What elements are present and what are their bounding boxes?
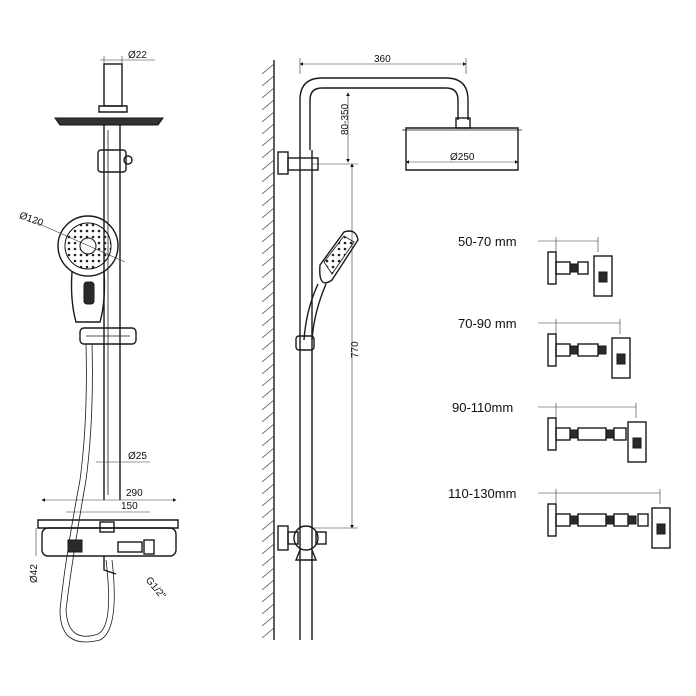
wall-hatch-line [261, 555, 275, 567]
wall-hatch-line [261, 327, 275, 339]
wall-hatch-line [261, 63, 275, 75]
wall-hatch-line [261, 423, 275, 435]
front-hose [59, 343, 115, 643]
wall-hatch-line [261, 495, 275, 507]
offset-variant-3-label: 90-110mm [452, 400, 513, 415]
front-view: Ø22 Ø120 [18, 50, 179, 643]
wall-hatch-line [261, 615, 275, 627]
side-valve [277, 525, 327, 561]
front-riser [79, 125, 137, 500]
wall-hatch-line [261, 291, 275, 303]
wall-hatch-line [261, 471, 275, 483]
side-rain-head: Ø250 80-350 [340, 92, 522, 171]
wall-hatch-line [261, 567, 275, 579]
head-dia-label: Ø250 [450, 152, 475, 163]
wall-hatch-line [261, 591, 275, 603]
offset-variant-4: 110-130mm [448, 486, 671, 549]
wall-hatch-line [261, 171, 275, 183]
wall-hatch-line [261, 279, 275, 291]
offset-variant-1: 50-70 mm [458, 234, 613, 297]
wall-hatch-line [261, 459, 275, 471]
front-thermostatic-valve: 290 150 Ø42 G1/2" [29, 488, 179, 602]
wall-hatch-line [261, 339, 275, 351]
wall-hatch-line [261, 243, 275, 255]
riser-height-label: 770 [350, 341, 361, 358]
side-riser: 770 [277, 150, 361, 640]
side-wall [261, 60, 275, 640]
wall-hatch-line [261, 543, 275, 555]
wall-hatch-line [261, 603, 275, 615]
wall-hatch-line [261, 159, 275, 171]
wall-hatch-line [261, 183, 275, 195]
wall-hatch-line [261, 111, 275, 123]
side-shower-arm: 360 [299, 54, 469, 150]
wall-hatch-line [261, 483, 275, 495]
wall-hatch-line [261, 87, 275, 99]
front-hand-shower: Ø120 [18, 210, 126, 323]
riser-dia-label: Ø25 [128, 451, 147, 462]
wall-hatch-line [261, 303, 275, 315]
wall-hatch-line [261, 123, 275, 135]
wall-hatch-line [261, 627, 275, 639]
wall-hatch-line [261, 315, 275, 327]
wall-hatch-line [261, 195, 275, 207]
wall-hatch-line [261, 531, 275, 543]
wall-hatch-line [261, 399, 275, 411]
wall-hatch-line [261, 207, 275, 219]
valve-height-label: Ø42 [29, 564, 40, 583]
head-drop-label: 80-350 [340, 103, 351, 135]
wall-hatch-line [261, 267, 275, 279]
offset-variant-1-label: 50-70 mm [458, 234, 517, 249]
side-view: 360 Ø250 80-350 770 [261, 54, 522, 640]
arm-reach-label: 360 [374, 54, 391, 65]
offset-variant-4-label: 110-130mm [448, 486, 516, 501]
offset-variant-3: 90-110mm [452, 400, 647, 463]
wall-hatch-line [261, 255, 275, 267]
wall-hatch-line [261, 99, 275, 111]
valve-center-label: 150 [121, 501, 138, 512]
riser-dia-dimension: Ø25 [96, 451, 150, 463]
wall-hatch-line [261, 135, 275, 147]
wall-hatch-line [261, 519, 275, 531]
wall-hatch-line [261, 435, 275, 447]
front-rain-head: Ø22 [54, 50, 164, 126]
wall-hatch-line [261, 411, 275, 423]
wall-hatch-line [261, 363, 275, 375]
valve-inlet-label: G1/2" [143, 575, 168, 602]
top-arm-dia-label: Ø22 [128, 50, 147, 61]
wall-hatch-line [261, 447, 275, 459]
offset-variant-2-label: 70-90 mm [458, 316, 517, 331]
wall-hatch-line [261, 375, 275, 387]
wall-hatch-line [261, 147, 275, 159]
wall-hatch-line [261, 231, 275, 243]
offset-variant-2: 70-90 mm [458, 316, 631, 379]
wall-hatch-line [261, 75, 275, 87]
wall-hatch-line [261, 579, 275, 591]
offset-variants: 50-70 mm 70-90 mm 90-110mm [448, 234, 671, 549]
wall-hatch-line [261, 387, 275, 399]
hand-shower-dia-label: Ø120 [18, 210, 45, 229]
wall-hatch-line [261, 507, 275, 519]
side-hand-shower [295, 230, 359, 351]
wall-hatch-line [261, 219, 275, 231]
valve-width-label: 290 [126, 488, 143, 499]
wall-hatch-line [261, 351, 275, 363]
